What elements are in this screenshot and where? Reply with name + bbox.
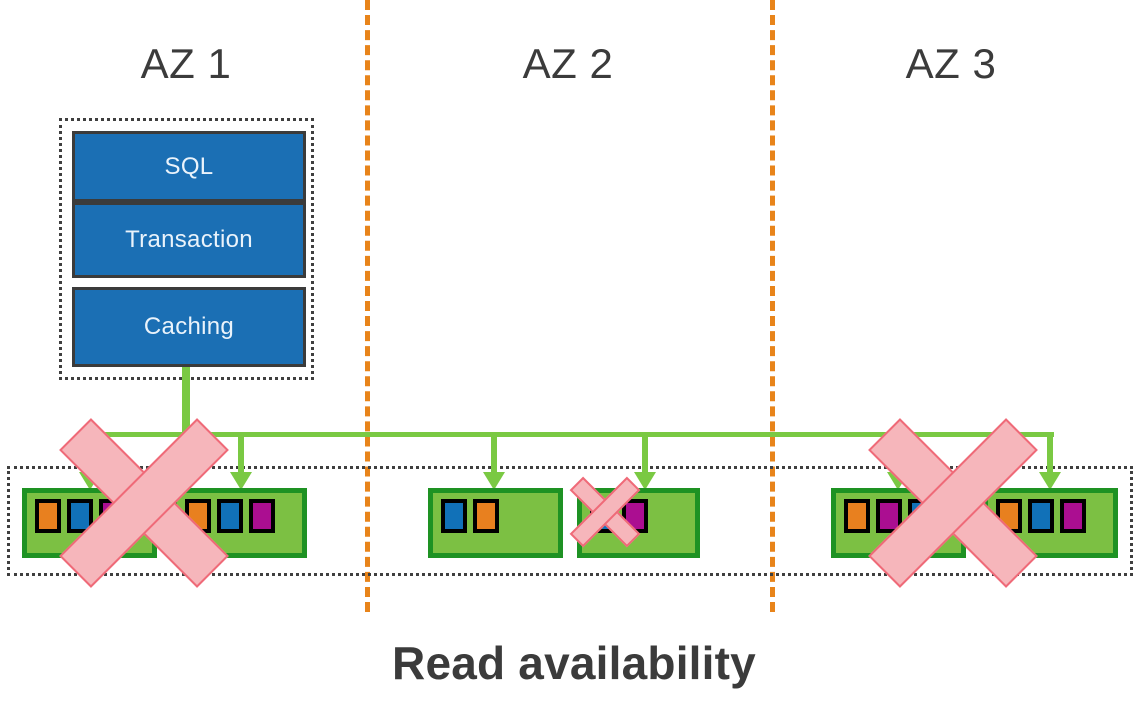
az-label-1: AZ 1 — [140, 40, 232, 87]
connector-arrow-az2-replica-2 — [634, 472, 656, 490]
replica-chip-magenta — [249, 499, 275, 533]
az-label-2: AZ 2 — [522, 40, 614, 87]
connector-arrow-az1-replica-2 — [230, 472, 252, 490]
connector-drop-az1-replica-2 — [238, 432, 244, 474]
replica-chip-blue — [217, 499, 243, 533]
replica-chip-orange — [844, 499, 870, 533]
service-box-caching[interactable]: Caching — [72, 287, 306, 367]
replica-chip-orange — [35, 499, 61, 533]
replica-node-az2-replica-1[interactable] — [428, 488, 563, 558]
failure-x-az1-replica-2-icon — [58, 417, 316, 600]
connector-stem — [182, 367, 190, 437]
connector-drop-az3-replica-2 — [1047, 432, 1053, 474]
divider-az1-az2 — [365, 0, 370, 612]
diagram-caption: Read availability — [392, 637, 756, 689]
connector-arrow-az3-replica-2 — [1039, 472, 1061, 490]
replica-node-az1-replica-2[interactable] — [172, 488, 307, 558]
failure-x-az2-chip-icon — [569, 476, 676, 552]
replica-group-container — [7, 466, 1133, 576]
connector-drop-az2-replica-2 — [642, 432, 648, 474]
replica-chip-magenta — [1060, 499, 1086, 533]
failure-x-az3-replica-2-icon — [867, 417, 1125, 600]
replica-chip-orange — [473, 499, 499, 533]
replica-chip-blue — [441, 499, 467, 533]
az-label-3: AZ 3 — [905, 40, 997, 87]
connector-drop-az2-replica-1 — [491, 432, 497, 474]
service-box-transaction[interactable]: Transaction — [72, 202, 306, 278]
divider-az2-az3 — [770, 0, 775, 612]
replica-chip-blue — [1028, 499, 1054, 533]
connector-arrow-az2-replica-1 — [483, 472, 505, 490]
connector-bus — [86, 432, 1054, 437]
service-box-sql[interactable]: SQL — [72, 131, 306, 202]
